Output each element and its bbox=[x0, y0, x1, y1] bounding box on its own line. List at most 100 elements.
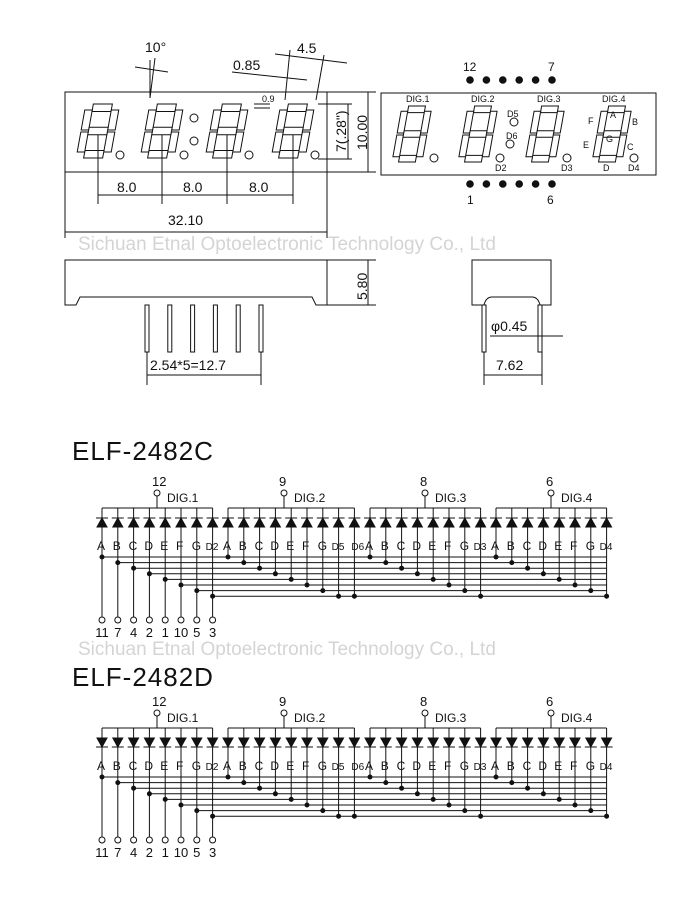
diode-icon bbox=[190, 516, 203, 528]
common-pin bbox=[153, 709, 161, 717]
diode-icon bbox=[253, 737, 266, 749]
pin-label-7: 7 bbox=[548, 60, 555, 74]
segment-pin-number: 11 bbox=[95, 845, 109, 860]
segment-label: A bbox=[97, 759, 105, 773]
watermark: Sichuan Etnal Optoelectronic Technology … bbox=[78, 234, 496, 255]
end-view: φ0.45 7.62 bbox=[471, 259, 563, 385]
segment-d bbox=[597, 154, 618, 163]
pin-dot bbox=[531, 180, 540, 188]
segment-pin-number: 3 bbox=[209, 625, 216, 640]
diode-icon bbox=[427, 516, 440, 528]
colon-dot bbox=[189, 136, 199, 146]
diode-icon bbox=[111, 516, 124, 528]
segment-label: F bbox=[444, 539, 451, 553]
colon-dot bbox=[509, 117, 519, 127]
digit-height-label: 7(.28") bbox=[333, 110, 349, 152]
common-pin-number: 8 bbox=[420, 474, 427, 489]
segment-label: A bbox=[491, 759, 499, 773]
common-pin-number: 9 bbox=[279, 474, 286, 489]
pin bbox=[235, 304, 241, 353]
decimal-point bbox=[244, 150, 254, 160]
segment-e bbox=[592, 134, 605, 158]
front-view: 7(.28") 10.00 8.0 8.0 8.0 32.10 10° 4.5 … bbox=[64, 39, 376, 238]
pin-dot bbox=[515, 180, 524, 188]
diode-icon bbox=[332, 516, 345, 528]
segment-label: D bbox=[144, 759, 153, 773]
segment-pin bbox=[130, 616, 138, 624]
diode-icon bbox=[443, 516, 455, 528]
dp-label-d2: D2 bbox=[495, 163, 507, 173]
diode-icon bbox=[127, 737, 140, 749]
colon-dot bbox=[505, 139, 515, 149]
segment-label: D bbox=[144, 539, 153, 553]
diode-icon bbox=[474, 737, 487, 749]
diode-icon bbox=[143, 737, 156, 749]
segment-d bbox=[530, 154, 551, 163]
diode-icon bbox=[600, 737, 613, 749]
segment-a bbox=[91, 103, 113, 112]
row-spacing-label: 7.62 bbox=[496, 357, 523, 373]
segment-pin-number: 2 bbox=[146, 625, 153, 640]
height-label: 10.00 bbox=[354, 115, 370, 150]
segment-label: E bbox=[428, 759, 436, 773]
pin bbox=[144, 304, 150, 353]
segment-label: E bbox=[554, 539, 562, 553]
segment-label: D3 bbox=[474, 542, 487, 553]
common-pin-number: 8 bbox=[420, 694, 427, 709]
segment-pin-number: 2 bbox=[146, 845, 153, 860]
segment-label: G bbox=[586, 539, 595, 553]
segment-label: B bbox=[507, 759, 515, 773]
diode-icon bbox=[569, 516, 581, 528]
diode-icon bbox=[379, 516, 392, 528]
length-label: 32.10 bbox=[168, 212, 203, 228]
pin-pitch-label: 2.54*5=12.7 bbox=[150, 357, 226, 373]
segment-d bbox=[278, 150, 300, 159]
decimal-point bbox=[115, 150, 125, 160]
segment-pin-number: 7 bbox=[114, 845, 121, 860]
diode-icon bbox=[127, 516, 140, 528]
segment-pin bbox=[177, 616, 185, 624]
segment-pin-number: 5 bbox=[193, 625, 200, 640]
segment-e bbox=[205, 131, 218, 153]
segment-c bbox=[548, 134, 561, 158]
pin-view-outline bbox=[380, 92, 657, 176]
segment-g bbox=[151, 126, 173, 136]
seg-label-a: A bbox=[610, 110, 616, 120]
segment-e bbox=[140, 131, 153, 153]
segment-g bbox=[216, 126, 238, 136]
pitch-label: 8.0 bbox=[183, 179, 203, 195]
common-pin bbox=[280, 489, 288, 497]
diode-icon bbox=[600, 516, 613, 528]
segment-g bbox=[402, 130, 422, 138]
segment-b bbox=[302, 109, 315, 131]
diode-icon bbox=[348, 516, 361, 528]
diode-icon bbox=[269, 737, 282, 749]
diode-icon bbox=[206, 737, 219, 749]
segment-label: C bbox=[397, 759, 406, 773]
segment-pin bbox=[193, 836, 201, 844]
segment-pin bbox=[193, 616, 201, 624]
common-pin-number: 9 bbox=[279, 694, 286, 709]
diode-icon bbox=[159, 737, 172, 749]
digit-label: DIG.1 bbox=[167, 491, 199, 505]
segment-label: G bbox=[192, 539, 201, 553]
segment-width-label: 4.5 bbox=[297, 40, 317, 56]
segment-label: D bbox=[538, 539, 547, 553]
diode-icon bbox=[458, 737, 471, 749]
segment-label: G bbox=[318, 539, 327, 553]
side-view: 5.80 2.54*5=12.7 bbox=[64, 259, 376, 385]
segment-label: G bbox=[192, 759, 201, 773]
segment-pin bbox=[98, 836, 106, 844]
digit-label: DIG.1 bbox=[406, 94, 430, 104]
segment-label: E bbox=[286, 539, 294, 553]
diode-icon bbox=[490, 737, 502, 749]
segment-label: E bbox=[554, 759, 562, 773]
segment-label: C bbox=[397, 539, 406, 553]
segment-pin-number: 10 bbox=[174, 625, 188, 640]
diode-icon bbox=[175, 516, 187, 528]
diode-icon bbox=[222, 516, 234, 528]
segment-pin-number: 5 bbox=[193, 845, 200, 860]
segment-e bbox=[76, 131, 89, 153]
